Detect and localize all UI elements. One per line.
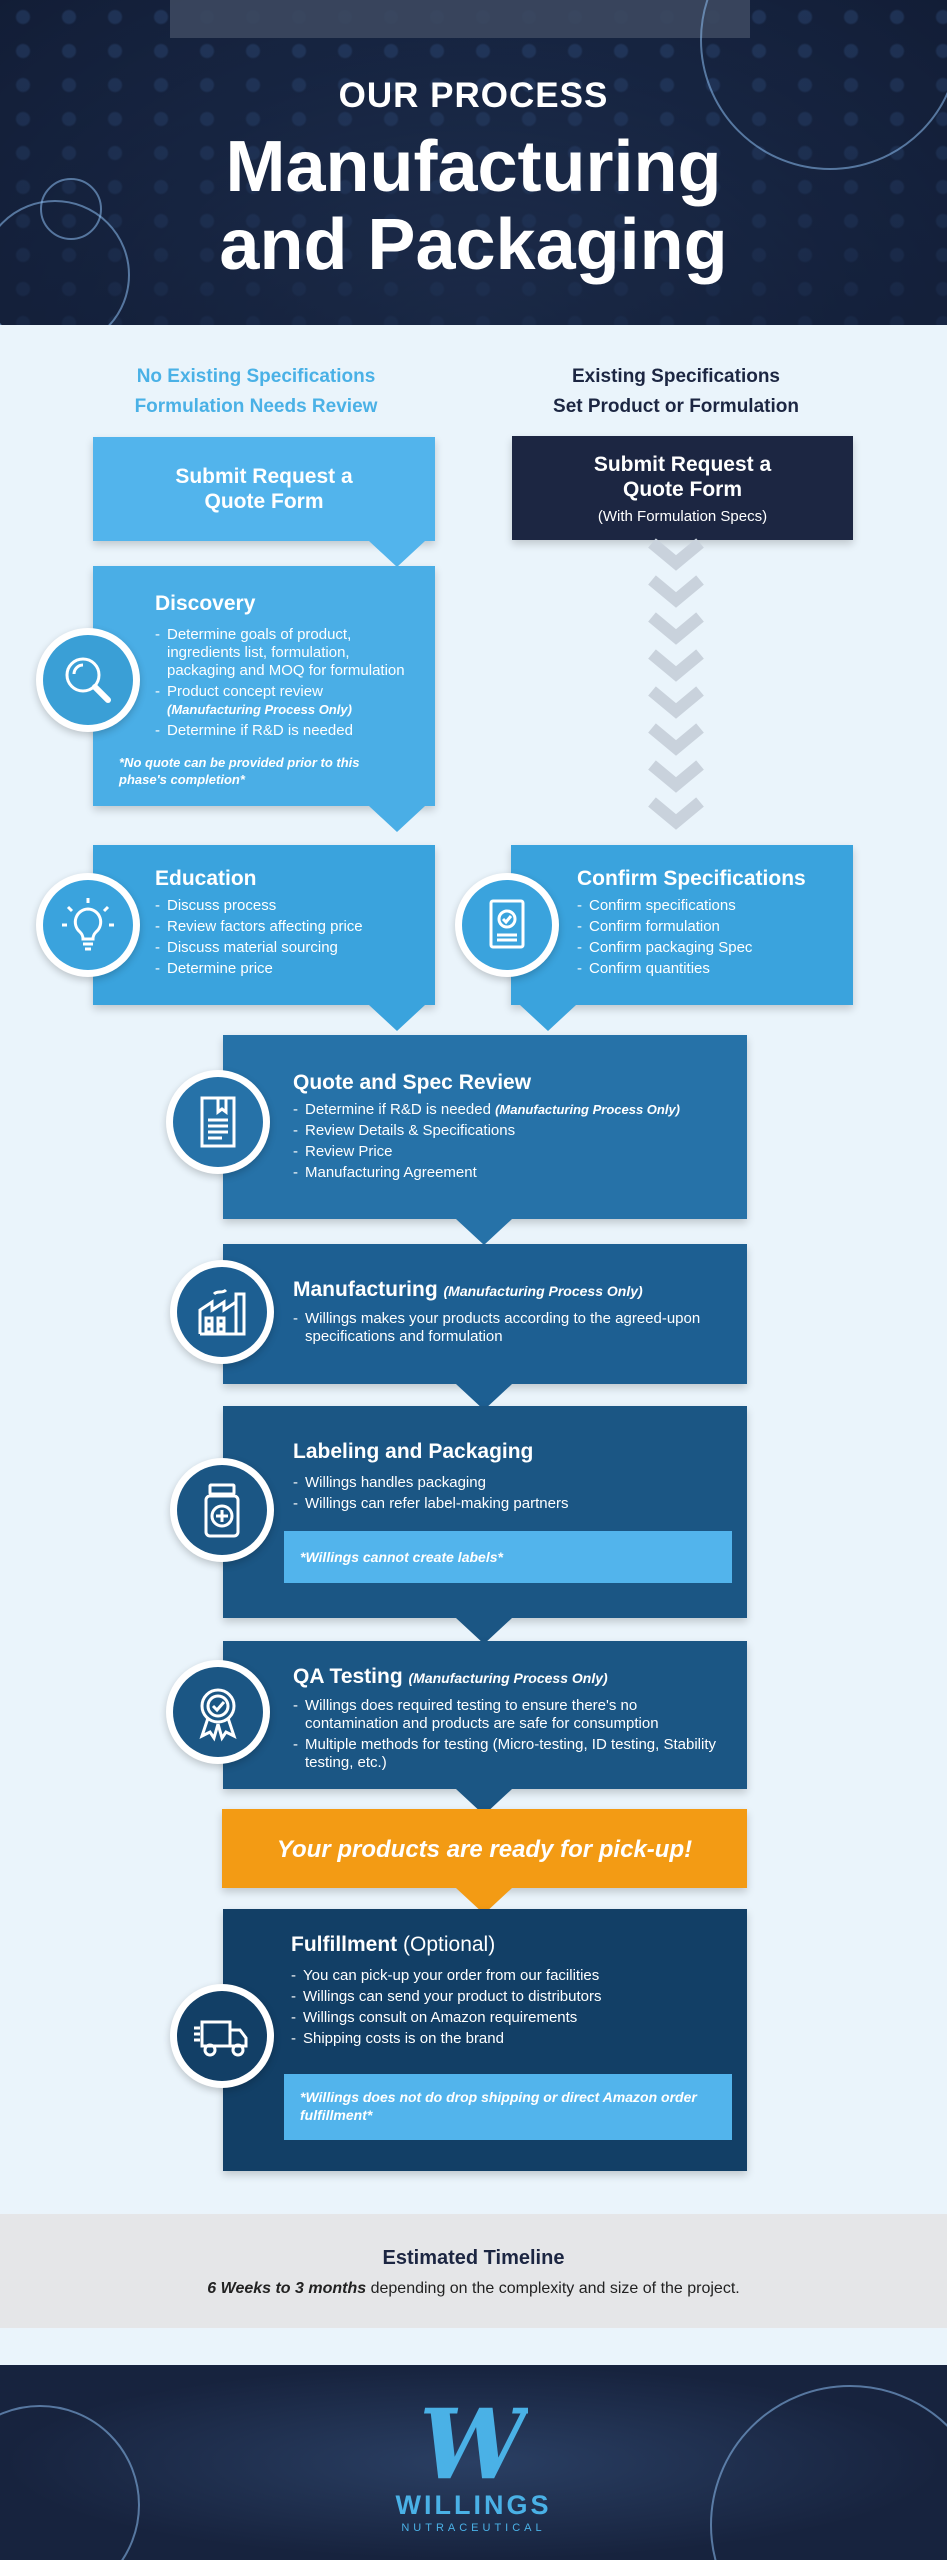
list-item: Discuss material sourcing	[155, 939, 415, 957]
list-item: Shipping costs is on the brand	[291, 2030, 727, 2048]
document-check-icon	[489, 899, 525, 949]
list-item: Willings can refer label-making partners	[293, 1495, 727, 1513]
list-item: You can pick-up your order from our faci…	[291, 1967, 727, 1985]
list-item: Multiple methods for testing (Micro-test…	[293, 1736, 727, 1772]
fulfillment-callout: *Willings does not do drop shipping or d…	[284, 2074, 732, 2140]
list-item: Product concept review(Manufacturing Pro…	[155, 683, 415, 719]
delivery-truck-icon	[194, 2020, 248, 2057]
hero-kicker: OUR PROCESS	[338, 76, 609, 115]
list-item: Review Details & Specifications	[293, 1122, 727, 1140]
list-item: Determine if R&D is needed (Manufacturin…	[293, 1101, 727, 1119]
list-item: Discuss process	[155, 897, 415, 915]
confirm-icon-badge	[455, 873, 559, 977]
qa-icon-badge	[166, 1660, 270, 1764]
education-card: Education Discuss process Review factors…	[93, 845, 435, 1005]
list-item: Confirm formulation	[577, 918, 833, 936]
labeling-icon-badge	[170, 1458, 274, 1562]
willings-logo: W	[419, 2400, 528, 2490]
manufacturing-icon-badge	[170, 1260, 274, 1364]
list-item: Willings handles packaging	[293, 1474, 727, 1492]
footer-banner	[0, 2365, 947, 2560]
labels-callout: *Willings cannot create labels*	[284, 1531, 732, 1583]
education-icon-badge	[36, 873, 140, 977]
list-item: Confirm packaging Spec	[577, 939, 833, 957]
logo-letter: W	[419, 2400, 528, 2490]
quote-review-icon-badge	[166, 1070, 270, 1174]
list-item: Confirm quantities	[577, 960, 833, 978]
ready-banner: Your products are ready for pick-up!	[222, 1809, 747, 1888]
list-item: Review factors affecting price	[155, 918, 415, 936]
list-item: Confirm specifications	[577, 897, 833, 915]
left-column-heading: No Existing Specifications Formulation N…	[134, 366, 378, 417]
confirm-specifications-card: Confirm Specifications Confirm specifica…	[511, 845, 853, 1005]
list-item: Manufacturing Agreement	[293, 1164, 727, 1182]
factory-icon	[198, 1288, 246, 1336]
quote-spec-review-card: Quote and Spec Review Determine if R&D i…	[223, 1035, 747, 1219]
lightbulb-icon	[62, 898, 114, 951]
discovery-card: Discovery Determine goals of product, in…	[93, 566, 435, 806]
medicine-bottle-icon	[204, 1483, 240, 1538]
estimated-timeline: Estimated Timeline 6 Weeks to 3 months d…	[0, 2214, 947, 2328]
magnifier-icon	[65, 657, 111, 703]
list-item: Willings does required testing to ensure…	[293, 1697, 727, 1733]
right-column-heading: Existing Specifications Set Product or F…	[553, 366, 799, 417]
machine-bar	[170, 0, 750, 38]
list-item: Determine goals of product, ingredients …	[155, 626, 415, 680]
decor-ring	[0, 2405, 140, 2560]
brand-subtitle: NUTRACEUTICAL	[401, 2522, 546, 2534]
award-badge-icon	[199, 1688, 237, 1742]
list-item: Determine price	[155, 960, 415, 978]
decor-ring	[0, 200, 130, 325]
qa-testing-card: QA Testing (Manufacturing Process Only) …	[223, 1641, 747, 1789]
submit-quote-box-left: Submit Request a Quote Form	[93, 437, 435, 541]
submit-quote-box-right: Submit Request a Quote Form (With Formul…	[512, 436, 853, 540]
labeling-packaging-card: Labeling and Packaging Willings handles …	[223, 1406, 747, 1618]
list-item: Willings consult on Amazon requirements	[291, 2009, 727, 2027]
discovery-icon-badge	[36, 628, 140, 732]
list-item: Review Price	[293, 1143, 727, 1161]
fulfillment-icon-badge	[170, 1984, 274, 2088]
page-title: Manufacturing and Packaging	[219, 127, 728, 285]
brand-name: WILLINGS	[395, 2490, 552, 2520]
hero-banner: OUR PROCESS Manufacturing and Packaging	[0, 0, 947, 325]
bookmark-document-icon	[200, 1096, 236, 1148]
list-item: Willings makes your products according t…	[293, 1310, 727, 1346]
chevron-arrows	[648, 538, 704, 830]
list-item: Willings can send your product to distri…	[291, 1988, 727, 2006]
manufacturing-card: Manufacturing (Manufacturing Process Onl…	[223, 1244, 747, 1384]
list-item: Determine if R&D is needed	[155, 722, 415, 740]
